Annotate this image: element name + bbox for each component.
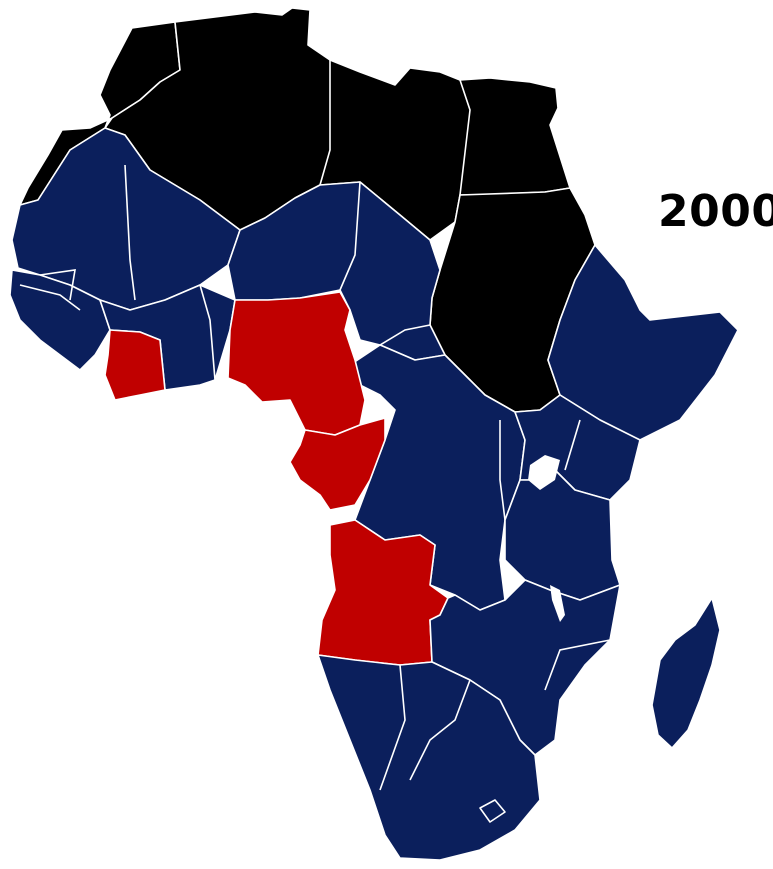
region-gabon-congo <box>289 417 386 511</box>
region-madagascar <box>651 597 721 749</box>
lesotho-outline <box>479 799 506 823</box>
lake-victoria <box>528 455 560 490</box>
year-label: 2000 <box>658 186 773 237</box>
region-senegal-guinea <box>9 269 111 371</box>
region-ivory-coast <box>104 329 166 401</box>
lake-malawi <box>550 585 565 622</box>
region-ethiopia-somalia <box>547 244 739 441</box>
region-nigeria-cameroon <box>227 291 366 436</box>
region-angola <box>317 519 449 666</box>
internal-borders <box>19 60 611 791</box>
